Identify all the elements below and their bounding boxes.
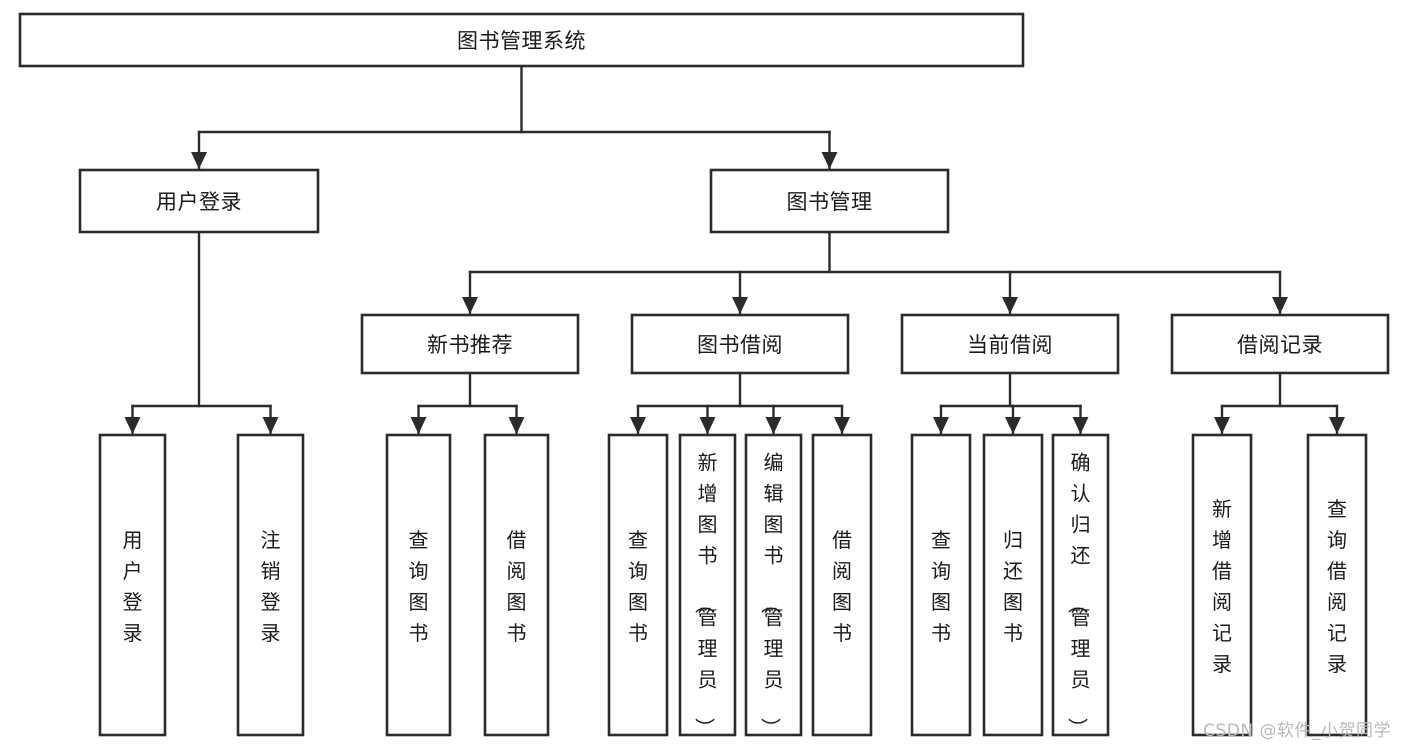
node-box <box>607 433 669 737</box>
node-box <box>744 433 803 737</box>
arrow-head-icon <box>410 417 427 434</box>
node-box <box>811 433 873 737</box>
node-box <box>78 168 320 234</box>
node-root[interactable]: 图书管理系统 <box>18 12 1025 68</box>
node-label: 确认归还（管理员） <box>1066 451 1091 738</box>
arrow-head-icon <box>821 152 838 169</box>
node-box <box>385 433 452 737</box>
node-label: 借阅图书 <box>832 528 852 645</box>
node-label: 查询借阅记录 <box>1327 497 1347 676</box>
arrow-head-icon <box>699 417 716 434</box>
node-label: 编辑图书（管理员） <box>759 451 784 738</box>
node-leaf-borrow-book-borrow[interactable]: 借阅图书 <box>811 433 873 737</box>
node-label: 注销登录 <box>261 528 281 645</box>
node-leaf-add-borrow-record[interactable]: 新增借阅记录 <box>1191 433 1253 737</box>
node-box <box>1191 433 1253 737</box>
node-current-borrow[interactable]: 当前借阅 <box>900 313 1120 375</box>
node-label: 借阅图书 <box>507 528 527 645</box>
node-borrow-record[interactable]: 借阅记录 <box>1170 313 1390 375</box>
node-label: 用户登录 <box>156 190 242 214</box>
node-label: 图书借阅 <box>697 333 783 357</box>
node-label: 图书管理 <box>787 190 873 214</box>
node-book-borrow[interactable]: 图书借阅 <box>630 313 850 375</box>
node-label: 查询图书 <box>628 528 648 645</box>
node-box <box>678 433 737 737</box>
arrow-head-icon <box>933 417 949 434</box>
arrow-head-icon <box>1272 297 1288 314</box>
arrow-head-icon <box>1214 417 1230 434</box>
arrow-head-icon <box>508 417 525 434</box>
node-box <box>900 313 1120 375</box>
node-label: 新书推荐 <box>427 333 513 357</box>
arrow-head-icon <box>124 417 141 434</box>
node-leaf-query-book-current[interactable]: 查询图书 <box>910 433 972 737</box>
arrow-head-icon <box>1072 417 1089 434</box>
node-leaf-query-book-rec[interactable]: 查询图书 <box>385 433 452 737</box>
node-leaf-user-login[interactable]: 用户登录 <box>98 433 167 737</box>
node-label: 新增借阅记录 <box>1212 497 1232 676</box>
node-leaf-return-book[interactable]: 归还图书 <box>982 433 1044 737</box>
node-new-book-rec[interactable]: 新书推荐 <box>360 313 580 375</box>
arrow-head-icon <box>765 417 782 434</box>
node-leaf-query-borrow-record[interactable]: 查询借阅记录 <box>1306 433 1368 737</box>
node-box <box>98 433 167 737</box>
node-box <box>360 313 580 375</box>
arrow-head-icon <box>1002 297 1018 314</box>
node-leaf-confirm-return-admin[interactable]: 确认归还（管理员） <box>1051 433 1110 738</box>
node-label: 查询图书 <box>409 528 429 645</box>
node-leaf-edit-book-admin[interactable]: 编辑图书（管理员） <box>744 433 803 738</box>
node-label: 当前借阅 <box>967 333 1053 357</box>
node-user-login[interactable]: 用户登录 <box>78 168 320 234</box>
node-box <box>630 313 850 375</box>
node-label: 归还图书 <box>1003 528 1023 645</box>
node-box <box>709 168 950 234</box>
node-label: 图书管理系统 <box>457 29 586 53</box>
node-box <box>1051 433 1110 737</box>
node-label: 新增图书（管理员） <box>693 451 718 738</box>
node-box <box>236 433 305 737</box>
node-leaf-query-book-borrow[interactable]: 查询图书 <box>607 433 669 737</box>
node-box <box>1170 313 1390 375</box>
node-box <box>982 433 1044 737</box>
node-book-manage[interactable]: 图书管理 <box>709 168 950 234</box>
arrow-head-icon <box>1329 417 1345 434</box>
node-label: 查询图书 <box>931 528 951 645</box>
csdn-watermark: CSDN @软件_小贺同学 <box>1203 721 1391 741</box>
arrow-head-icon <box>462 297 478 314</box>
arrow-head-icon <box>630 417 646 434</box>
node-box <box>1306 433 1368 737</box>
node-box <box>483 433 550 737</box>
node-box <box>910 433 972 737</box>
node-label: 用户登录 <box>123 528 143 645</box>
node-label: 借阅记录 <box>1237 333 1323 357</box>
arrow-head-icon <box>262 417 279 434</box>
node-leaf-logout[interactable]: 注销登录 <box>236 433 305 737</box>
arrow-head-icon <box>834 417 850 434</box>
node-leaf-add-book-admin[interactable]: 新增图书（管理员） <box>678 433 737 738</box>
arrow-head-icon <box>732 297 748 314</box>
node-box <box>18 12 1025 68</box>
arrow-head-icon <box>191 152 207 169</box>
node-leaf-borrow-book-rec[interactable]: 借阅图书 <box>483 433 550 737</box>
arrow-head-icon <box>1005 417 1021 434</box>
